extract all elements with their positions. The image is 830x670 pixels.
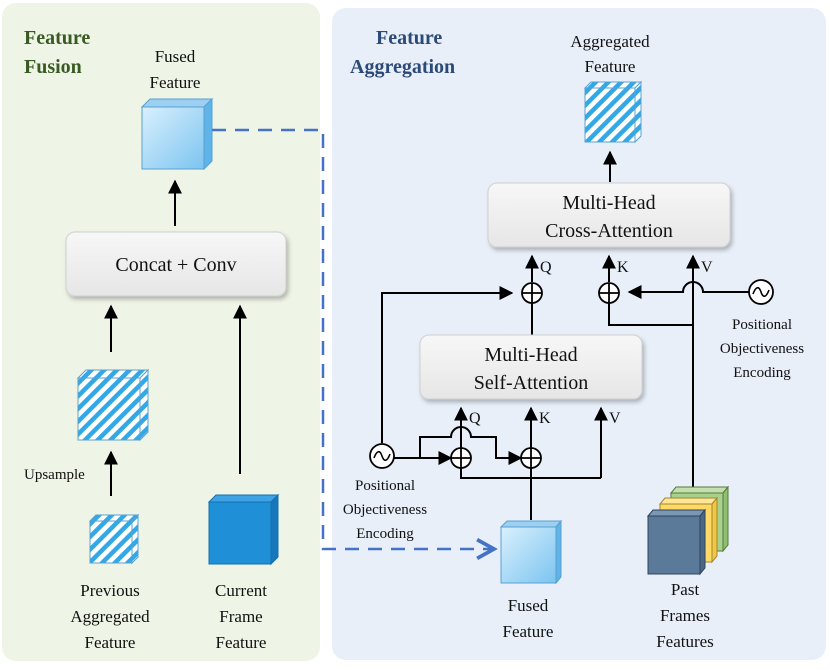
pos-enc-right-line3: Encoding [733,365,791,381]
current-label-line3: Feature [216,633,267,652]
self-k-label: K [539,410,551,427]
current-label-line1: Current [215,581,267,600]
add-node-cross-k [598,282,620,304]
fused-feature-label-line1: Fused [155,47,196,66]
self-q-label: Q [469,410,481,427]
pos-enc-left-line3: Encoding [356,526,414,542]
previous-label-line2: Aggregated [70,607,150,626]
past-frame-slate [646,508,707,576]
add-node-cross-q [521,282,543,304]
pos-enc-right-to-cross-k [627,281,752,299]
dashed-fused-link [212,128,494,549]
pos-enc-left-line1: Positional [355,478,415,494]
previous-label-line1: Previous [80,581,140,600]
add-node-self-q [450,447,472,469]
past-label-line2: Frames [660,606,710,625]
fused-branch-self-q-v [460,468,531,479]
current-frame-cube [207,493,280,566]
fusion-title-line1: Feature [24,27,90,49]
upsample-label: Upsample [24,467,85,483]
aggregated-feature-cube [583,80,643,144]
cross-attention-box [487,182,731,248]
aggregation-title-line2: Aggregation [350,56,455,78]
self-attention-line2: Self-Attention [474,372,588,394]
cross-q-label: Q [540,259,552,276]
previous-aggregated-cube [88,513,140,565]
concat-conv-label: Concat + Conv [115,254,236,276]
past-label-line1: Past [671,580,700,599]
aggregated-label-line2: Feature [585,57,636,76]
previous-label-line3: Feature [85,633,136,652]
fused-bottom-label-line1: Fused [508,596,549,615]
feature-aggregation-panel [332,8,826,660]
concat-conv-box [65,231,287,297]
pos-enc-right-icon [748,279,774,305]
past-frames-to-cross-kv [608,303,694,490]
cross-v-label: V [701,259,713,276]
past-label-line3: Features [656,632,714,651]
current-label-line2: Frame [219,607,262,626]
pos-enc-left-line2: Objectiveness [343,502,427,518]
pos-enc-left-to-cross-q [381,286,514,443]
past-frames-stack [646,485,730,576]
self-v-label: V [609,410,621,427]
add-node-self-k [520,447,542,469]
self-attention-line1: Multi-Head [484,344,577,366]
pos-enc-left-to-self-k [419,426,523,465]
upsampled-feature-cube [76,368,150,442]
pos-enc-right-line2: Objectiveness [720,341,804,357]
fusion-title-line2: Fusion [24,56,82,78]
cross-attention-line1: Multi-Head [562,192,655,214]
aggregation-title-line1: Feature [376,27,442,49]
pos-enc-left-icon [369,443,395,469]
aggregated-label-line1: Aggregated [570,32,650,51]
cross-attention-line2: Cross-Attention [545,220,673,242]
fused-feature-label-line2: Feature [150,73,201,92]
fused-feature-cube-bottom [499,519,563,585]
self-attention-box [419,334,643,400]
fused-bottom-label-line2: Feature [503,622,554,641]
fused-feature-cube [140,97,214,171]
cross-k-label: K [617,259,629,276]
pos-enc-right-line1: Positional [732,317,792,333]
